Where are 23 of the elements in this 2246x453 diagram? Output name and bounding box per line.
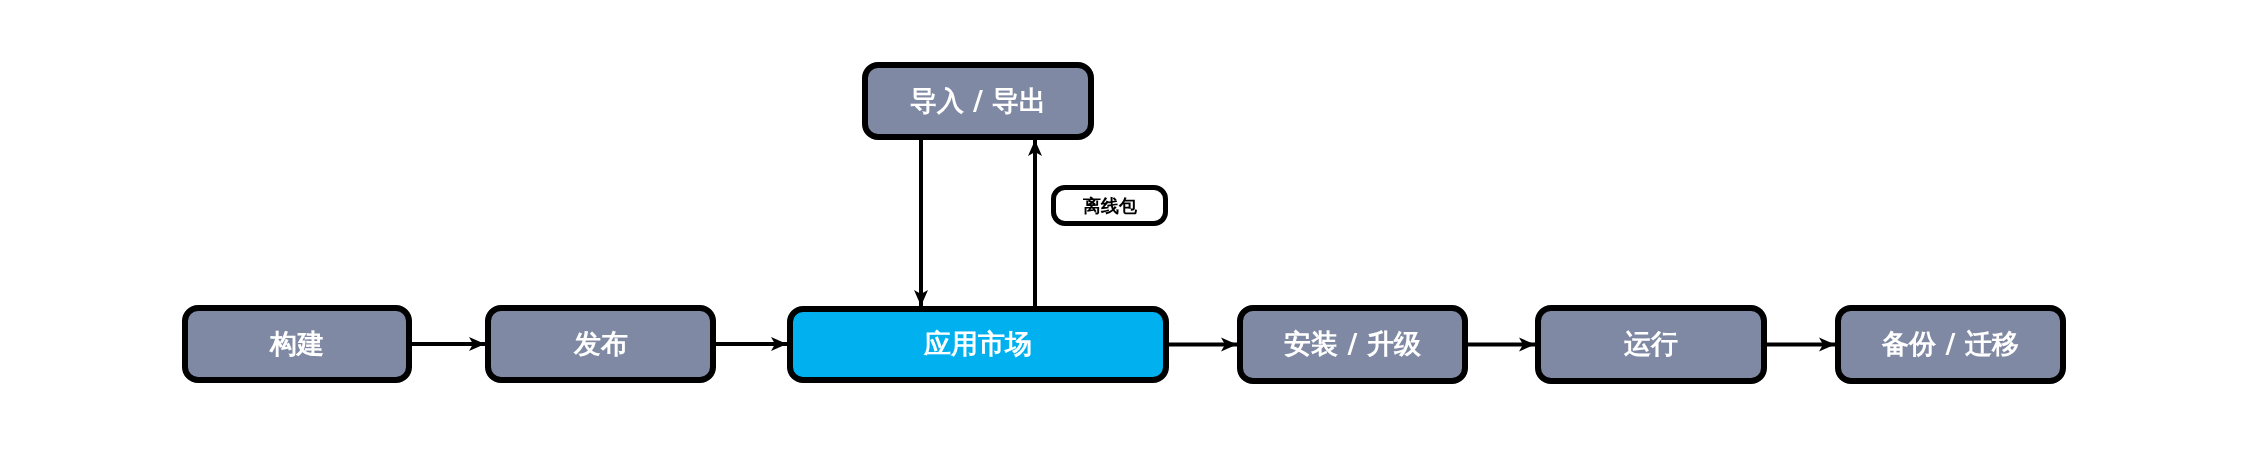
highlighted-box: [787, 306, 1169, 383]
box-label: 应用市场: [924, 328, 1032, 361]
arrow: [412, 337, 485, 351]
arrow: [1028, 140, 1042, 306]
arrow: [716, 337, 787, 351]
tag-box: [1051, 185, 1168, 226]
process-box: [1835, 305, 2066, 384]
process-box: [1535, 305, 1767, 384]
process-box: [485, 305, 716, 383]
box-label: 备份 / 迁移: [1882, 328, 2019, 361]
box-label: 构建: [270, 327, 324, 361]
process-box: [862, 62, 1094, 140]
box-label: 运行: [1624, 328, 1678, 361]
process-box: [1237, 305, 1468, 384]
box-label: 离线包: [1082, 194, 1137, 217]
process-box: [182, 305, 412, 383]
arrow: [1169, 337, 1237, 352]
arrow: [1767, 337, 1835, 352]
arrow: [914, 140, 928, 306]
arrow: [1468, 337, 1535, 352]
box-label: 安装 / 升级: [1284, 328, 1421, 361]
box-label: 发布: [573, 327, 628, 361]
box-label: 导入 / 导出: [909, 84, 1047, 118]
